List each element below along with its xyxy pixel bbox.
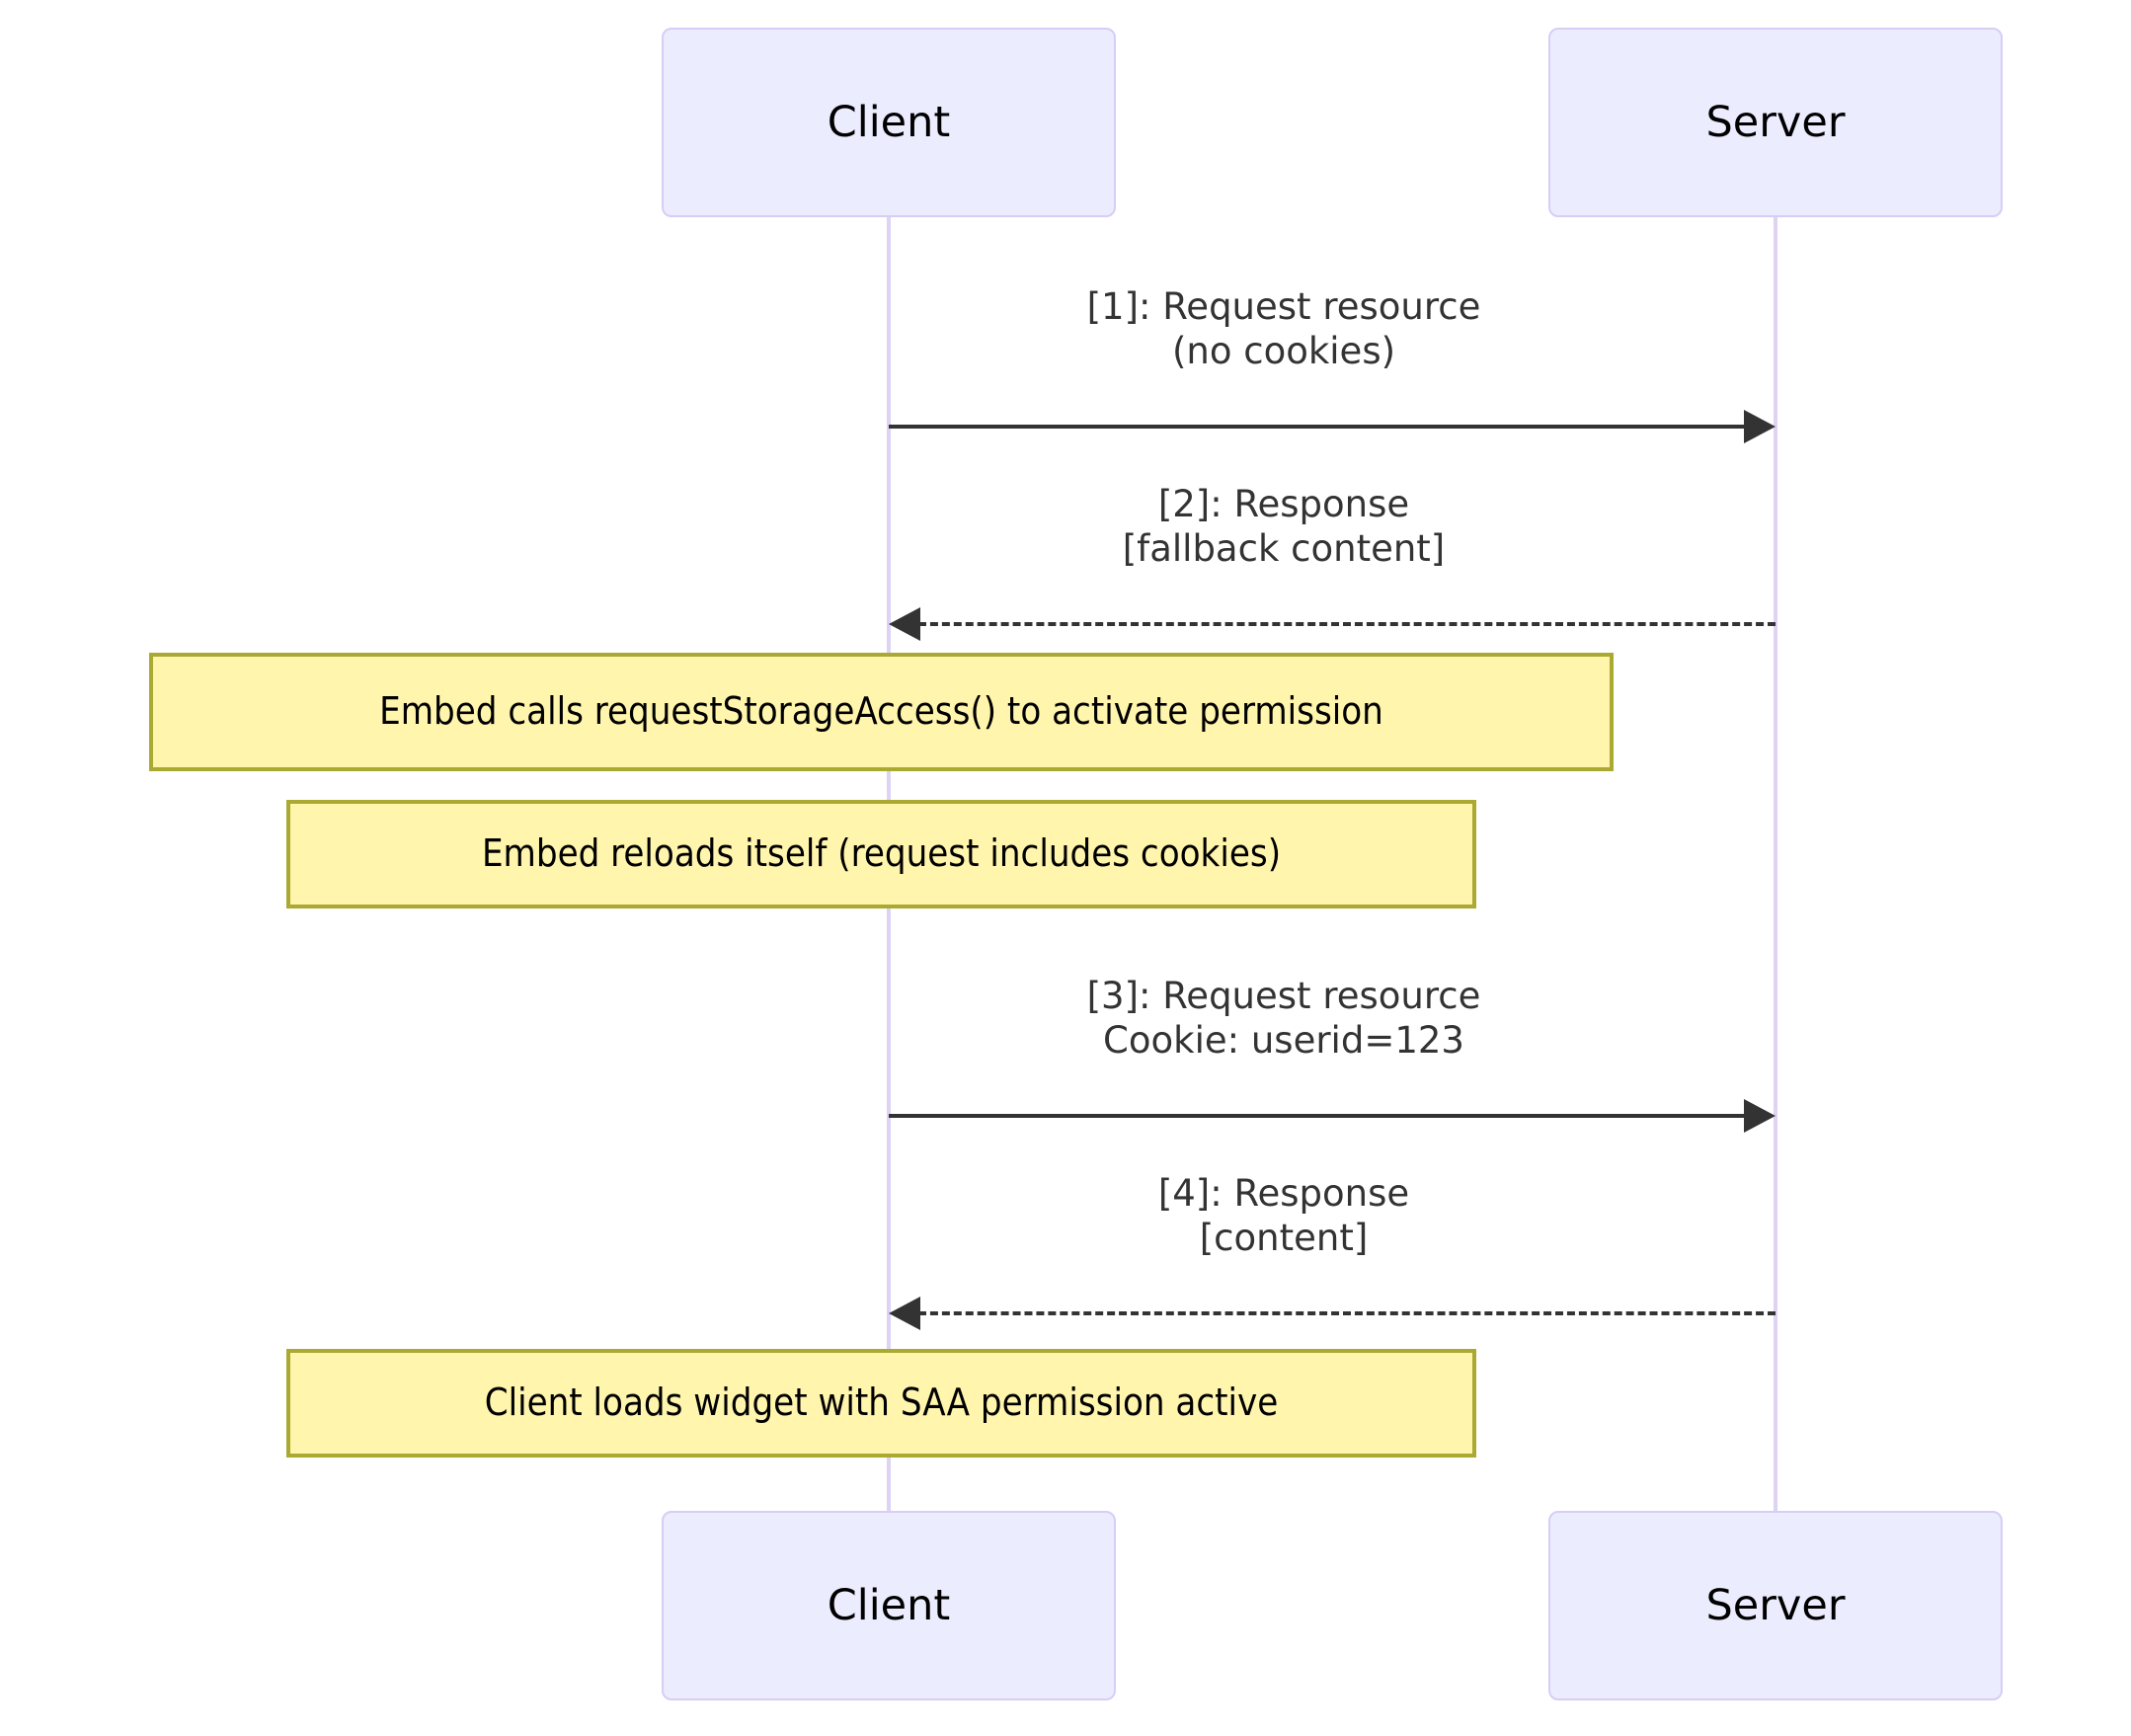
message-1-label: [1]: Request resource (no cookies) (1086, 285, 1481, 373)
actor-box-server-bottom[interactable]: Server (1548, 1511, 2003, 1700)
message-3-line (889, 1114, 1766, 1118)
message-3-arrowhead-icon (1744, 1099, 1776, 1133)
message-2-line (918, 622, 1776, 626)
message-4-line (918, 1311, 1776, 1315)
message-1-line (889, 425, 1766, 429)
actor-label-server-bottom: Server (1705, 1580, 1846, 1630)
message-1-arrowhead-icon (1744, 410, 1776, 443)
actor-label-client-bottom: Client (827, 1580, 951, 1630)
message-2-arrowhead-icon (889, 607, 920, 641)
message-4-label: [4]: Response [content] (1157, 1172, 1410, 1260)
message-4-arrowhead-icon (889, 1297, 920, 1330)
lifeline-server (1774, 217, 1777, 1513)
note-3-label: Client loads widget with SAA permission … (484, 1381, 1279, 1425)
actor-box-server-top[interactable]: Server (1548, 28, 2003, 217)
message-2-label: [2]: Response [fallback content] (1122, 483, 1446, 571)
actor-box-client-top[interactable]: Client (662, 28, 1116, 217)
note-2-label: Embed reloads itself (request includes c… (481, 831, 1282, 876)
note-client-loads-widget: Client loads widget with SAA permission … (286, 1349, 1476, 1458)
actor-label-server-top: Server (1705, 97, 1846, 147)
note-embed-calls-requeststorageaccess: Embed calls requestStorageAccess() to ac… (149, 653, 1614, 771)
actor-label-client-top: Client (827, 97, 951, 147)
message-3-label: [3]: Request resource Cookie: userid=123 (1086, 975, 1481, 1063)
note-1-label: Embed calls requestStorageAccess() to ac… (379, 689, 1383, 734)
actor-box-client-bottom[interactable]: Client (662, 1511, 1116, 1700)
note-embed-reloads-itself: Embed reloads itself (request includes c… (286, 800, 1476, 908)
